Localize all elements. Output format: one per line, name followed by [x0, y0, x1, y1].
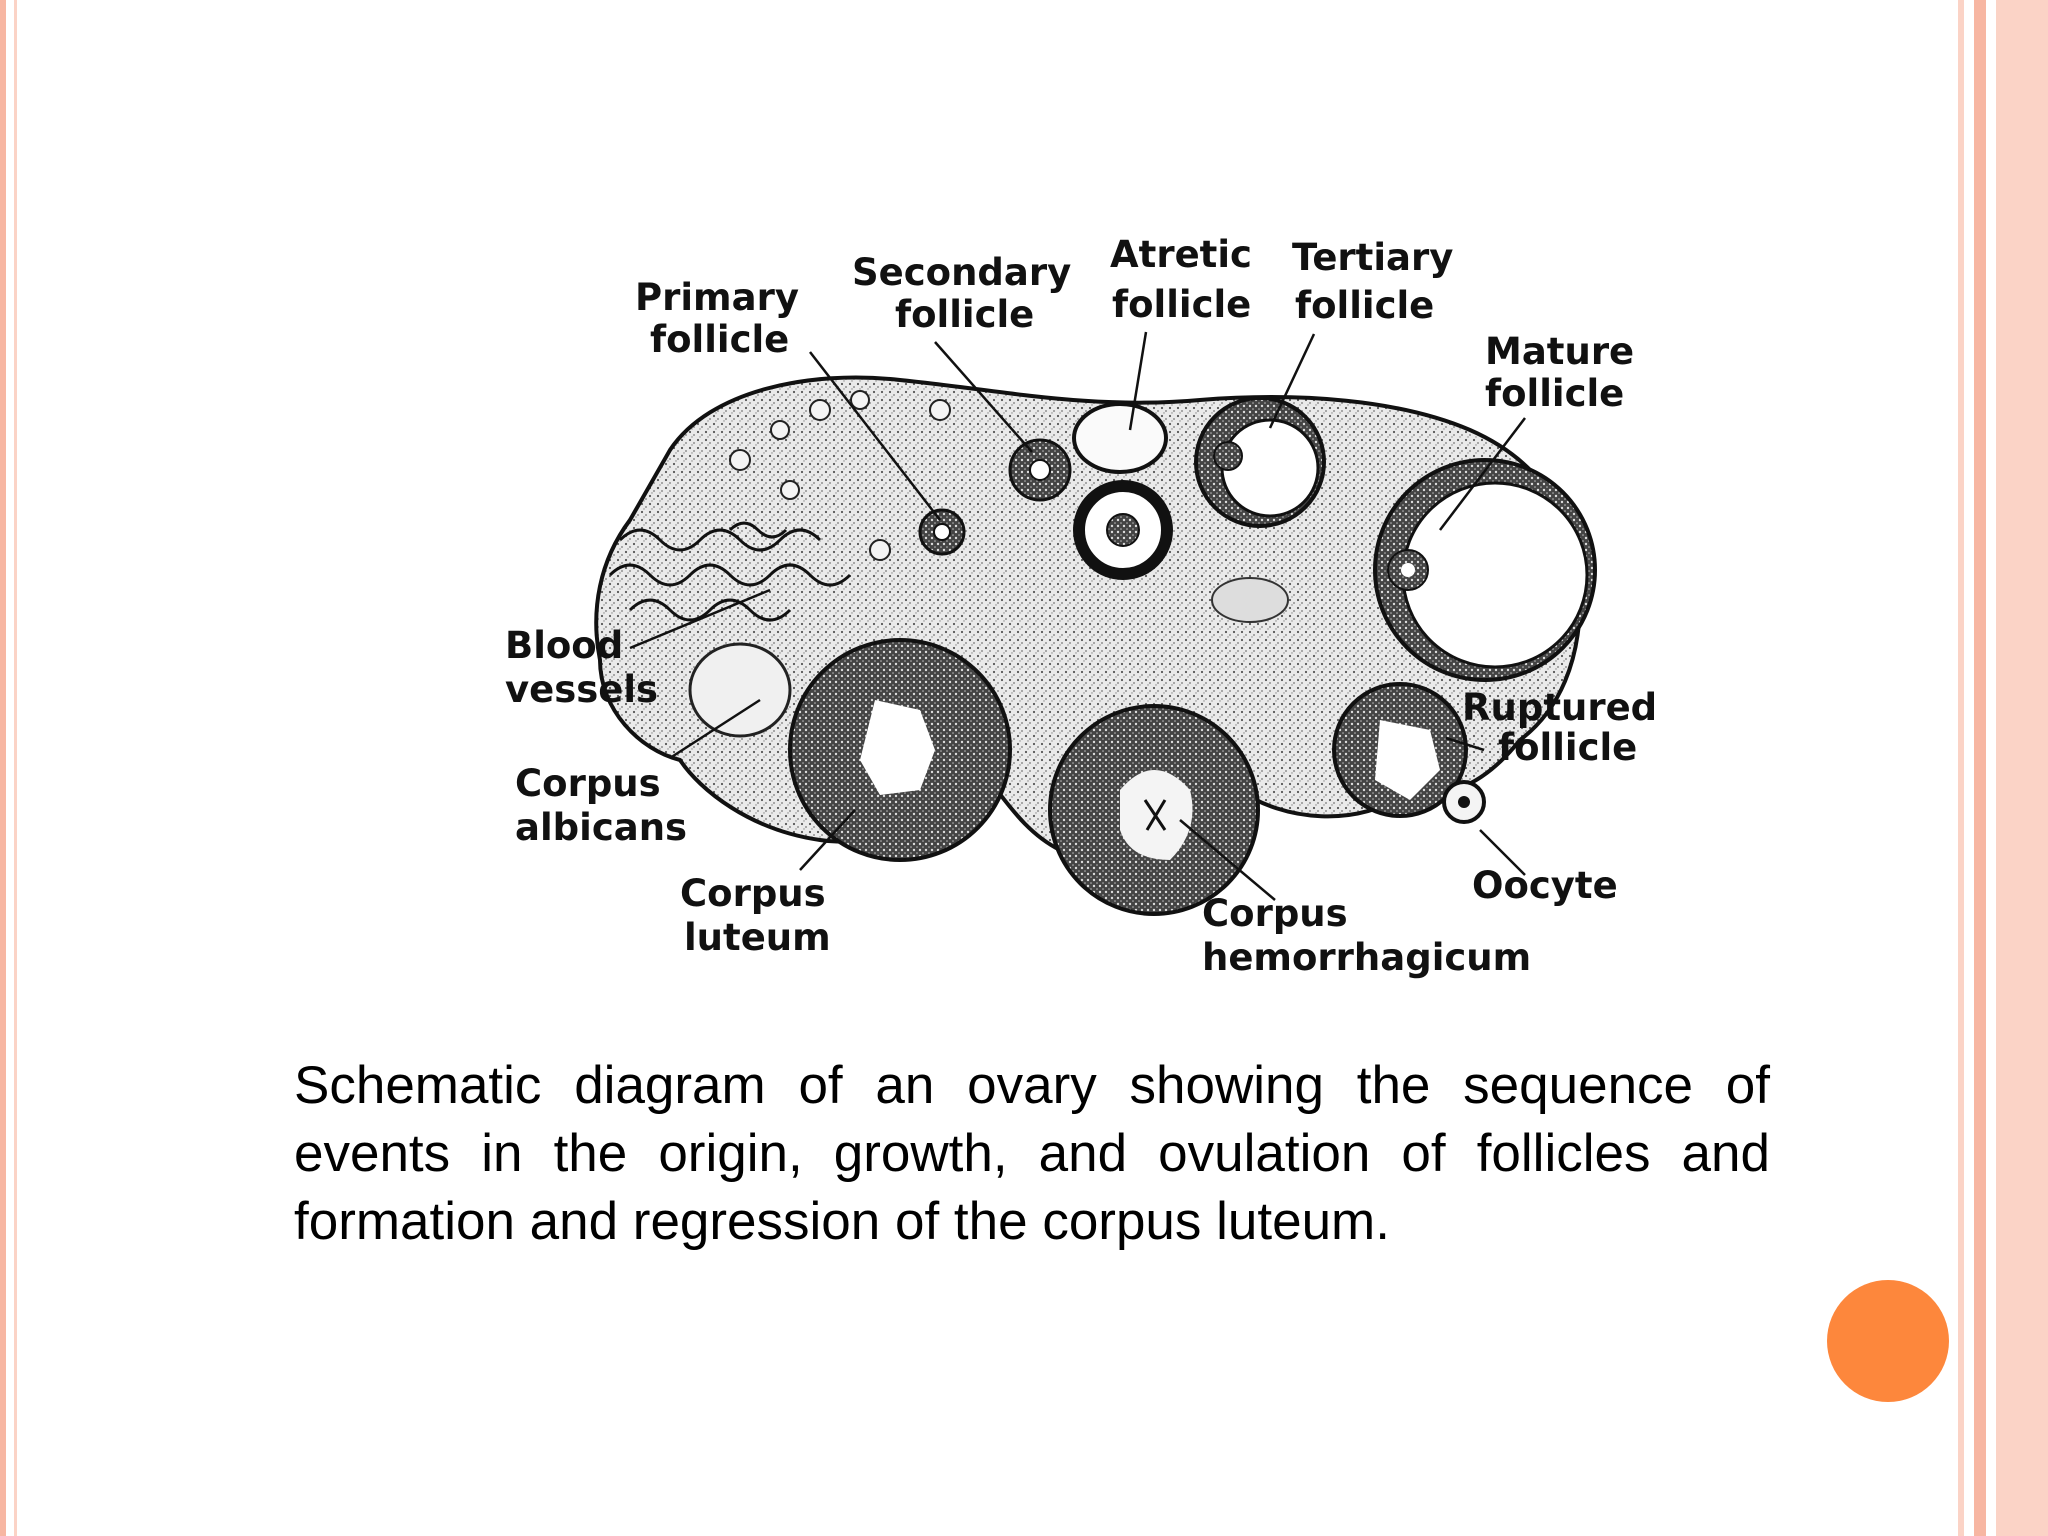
corpus-albicans-shape: [688, 642, 792, 738]
slide-border-right-inner: [1958, 0, 1964, 1536]
ovary-diagram: Primary follicle Secondary follicle Atre…: [505, 233, 1670, 979]
growing-follicle-shape: [1073, 480, 1173, 580]
degenerating-follicle-shape: [1211, 577, 1289, 623]
ruptured-follicle-shape: [1332, 682, 1468, 818]
diagram-caption: Schematic diagram of an ovary showing th…: [294, 1056, 1770, 1251]
slide-border-right-outer: [1996, 0, 2048, 1536]
slide-border-left-inner: [14, 0, 17, 1536]
decorative-orange-circle: [1827, 1280, 1949, 1402]
slide-border-left: [0, 0, 6, 1536]
leader-lines: [629, 331, 1526, 901]
label-corpus-luteum: Corpus luteum: [680, 872, 839, 959]
corpus-hemorrhagicum-shape: [1048, 704, 1260, 916]
label-primary-follicle: Primary follicle: [635, 276, 812, 361]
corpus-luteum-shape: [788, 638, 1012, 862]
label-corpus-hemorrhagicum: Corpus hemorrhagicum: [1202, 892, 1531, 979]
primary-follicle-shape: [918, 508, 966, 556]
slide-border-right-middle: [1974, 0, 1986, 1536]
label-tertiary-follicle: Tertiary follicle: [1292, 236, 1466, 327]
label-ruptured-follicle: Ruptured follicle: [1462, 686, 1670, 769]
label-atretic-follicle: Atretic follicle: [1110, 233, 1265, 326]
label-secondary-follicle: Secondary follicle: [852, 251, 1084, 336]
label-mature-follicle: Mature follicle: [1485, 330, 1647, 415]
label-oocyte: Oocyte: [1472, 864, 1618, 907]
tertiary-follicle-shape: [1194, 396, 1326, 528]
mature-follicle-shape: [1373, 458, 1597, 682]
atretic-follicle-shape: [1072, 402, 1168, 474]
secondary-follicle-shape: [1008, 438, 1072, 502]
oocyte-shape: [1442, 780, 1486, 824]
blood-vessels-shape: [608, 521, 852, 622]
label-corpus-albicans: Corpus albicans: [515, 762, 687, 849]
label-blood-vessels: Blood vessels: [505, 624, 658, 711]
